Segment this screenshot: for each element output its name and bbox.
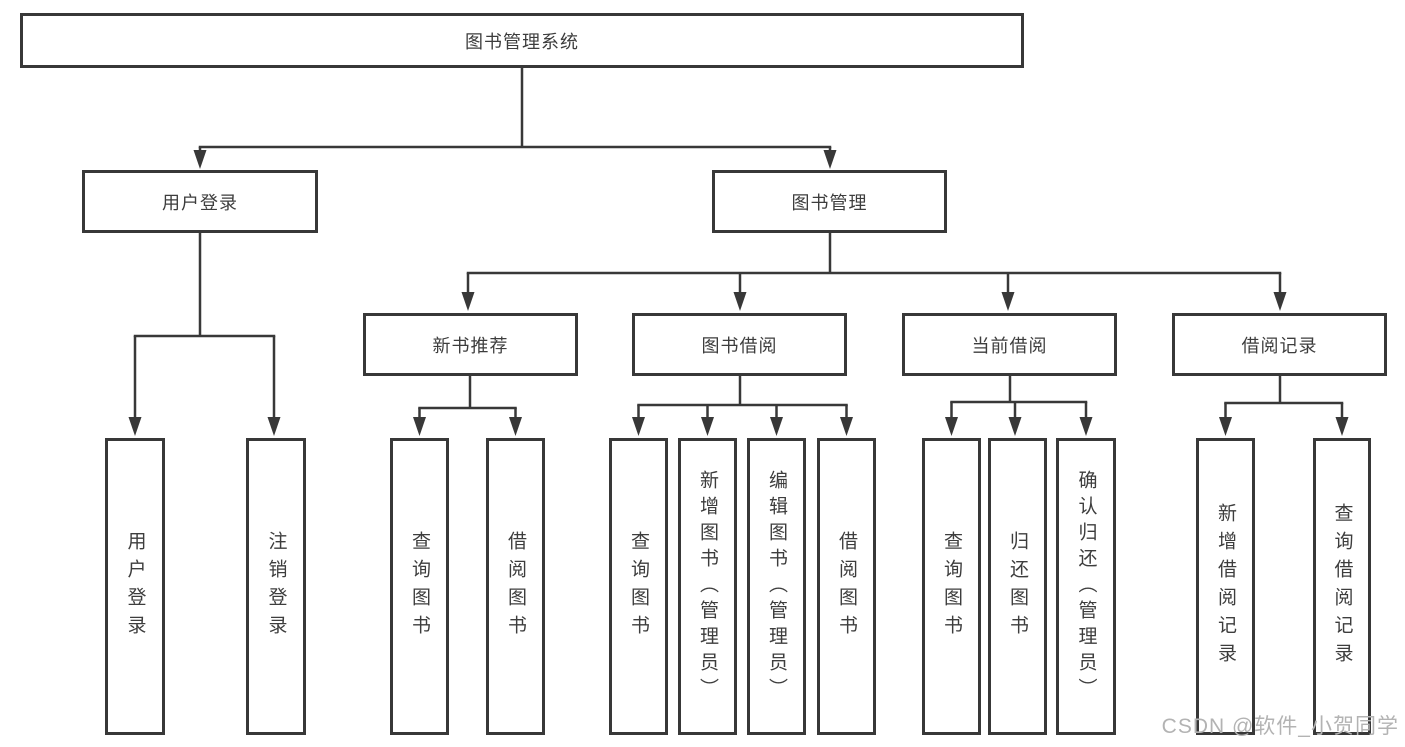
leaf-logout-label: 注销登录 [265, 530, 287, 643]
node-user-login-label: 用户登录 [162, 192, 238, 213]
leaf-br-query-record-label: 查询借阅记录 [1331, 502, 1353, 671]
leaf-cb-return-book-label: 归还图书 [1007, 530, 1028, 643]
leaf-bb-borrow-book: 借阅图书 [817, 438, 876, 735]
leaf-user-login-label: 用户登录 [124, 530, 146, 643]
arrowheads [128, 150, 1349, 436]
csdn-watermark: CSDN @软件_小贺同学 [1161, 715, 1399, 738]
node-book-management-label: 图书管理 [791, 192, 868, 213]
node-borrow-records-label: 借阅记录 [1241, 335, 1318, 356]
leaf-bb-edit-book-admin-label: 编辑图书（管理员） [766, 469, 787, 704]
leaf-bb-query-book-label: 查询图书 [628, 530, 649, 643]
leaf-br-add-record: 新增借阅记录 [1196, 438, 1255, 735]
leaf-nbr-borrow-book-label: 借阅图书 [505, 530, 526, 643]
leaf-br-add-record-label: 新增借阅记录 [1215, 502, 1236, 671]
leaf-user-login: 用户登录 [105, 438, 165, 735]
node-new-book-recommend-label: 新书推荐 [432, 335, 509, 356]
leaf-bb-add-book-admin: 新增图书（管理员） [678, 438, 737, 735]
leaf-bb-add-book-admin-label: 新增图书（管理员） [697, 469, 718, 704]
node-new-book-recommend: 新书推荐 [363, 313, 578, 376]
node-current-borrow: 当前借阅 [902, 313, 1117, 376]
leaf-br-query-record: 查询借阅记录 [1313, 438, 1371, 735]
leaf-cb-confirm-return-admin: 确认归还（管理员） [1056, 438, 1116, 735]
node-book-borrow-label: 图书借阅 [701, 335, 778, 356]
node-root-label: 图书管理系统 [465, 31, 579, 52]
node-root: 图书管理系统 [20, 13, 1024, 68]
leaf-bb-query-book: 查询图书 [609, 438, 668, 735]
leaf-nbr-query-book-label: 查询图书 [409, 530, 430, 643]
node-book-borrow: 图书借阅 [632, 313, 847, 376]
leaf-nbr-query-book: 查询图书 [390, 438, 449, 735]
node-borrow-records: 借阅记录 [1172, 313, 1387, 376]
node-current-borrow-label: 当前借阅 [971, 335, 1048, 356]
leaf-bb-edit-book-admin: 编辑图书（管理员） [747, 438, 806, 735]
leaf-cb-return-book: 归还图书 [988, 438, 1047, 735]
node-user-login: 用户登录 [82, 170, 318, 233]
leaf-cb-confirm-return-admin-label: 确认归还（管理员） [1075, 469, 1097, 704]
leaf-logout: 注销登录 [246, 438, 306, 735]
node-book-management: 图书管理 [712, 170, 947, 233]
leaf-cb-query-book-label: 查询图书 [941, 530, 962, 643]
leaf-nbr-borrow-book: 借阅图书 [486, 438, 545, 735]
leaf-bb-borrow-book-label: 借阅图书 [836, 530, 857, 643]
leaf-cb-query-book: 查询图书 [922, 438, 981, 735]
